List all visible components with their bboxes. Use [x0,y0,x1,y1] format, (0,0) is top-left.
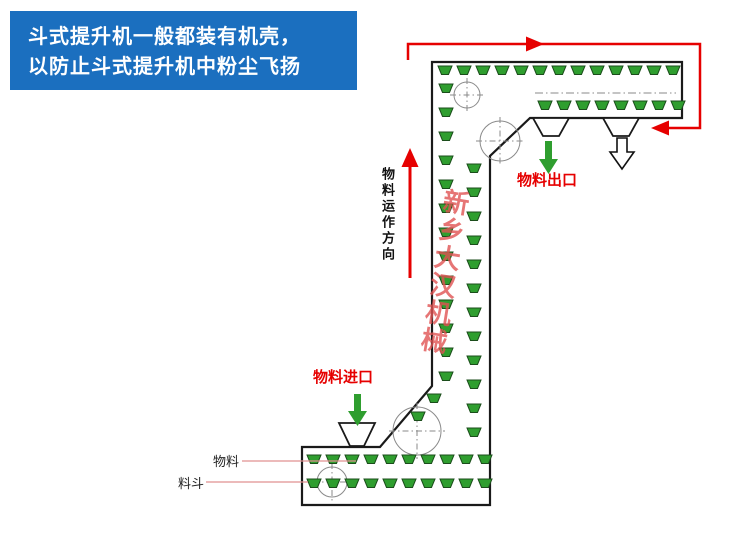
caption-banner: 斗式提升机一般都装有机壳， 以防止斗式提升机中粉尘飞扬 [10,11,357,90]
flow-direction-label: 物料运作方向 [379,167,394,263]
inlet-funnel [337,422,377,447]
caption-line2: 以防止斗式提升机中粉尘飞扬 [28,54,301,78]
bucket-label: 料斗 [178,477,205,492]
material-label: 物料 [213,455,240,470]
direction-arrowhead [401,148,419,167]
outlet-funnel-left [531,117,571,137]
flow-path-line [406,42,702,130]
flow-arrowhead-right [526,36,544,52]
pulley-circles [313,78,524,501]
inlet-label: 物料进口 [313,368,374,386]
caption-line1: 斗式提升机一般都装有机壳， [28,24,301,48]
flow-arrowhead-left [651,120,669,136]
outlet-label: 物料出口 [517,171,578,189]
outlet-arrow-icon [539,141,558,174]
inlet-arrow-icon [348,394,367,426]
outlet-funnel-right [601,117,641,137]
discharge-arrow-icon [608,137,636,171]
